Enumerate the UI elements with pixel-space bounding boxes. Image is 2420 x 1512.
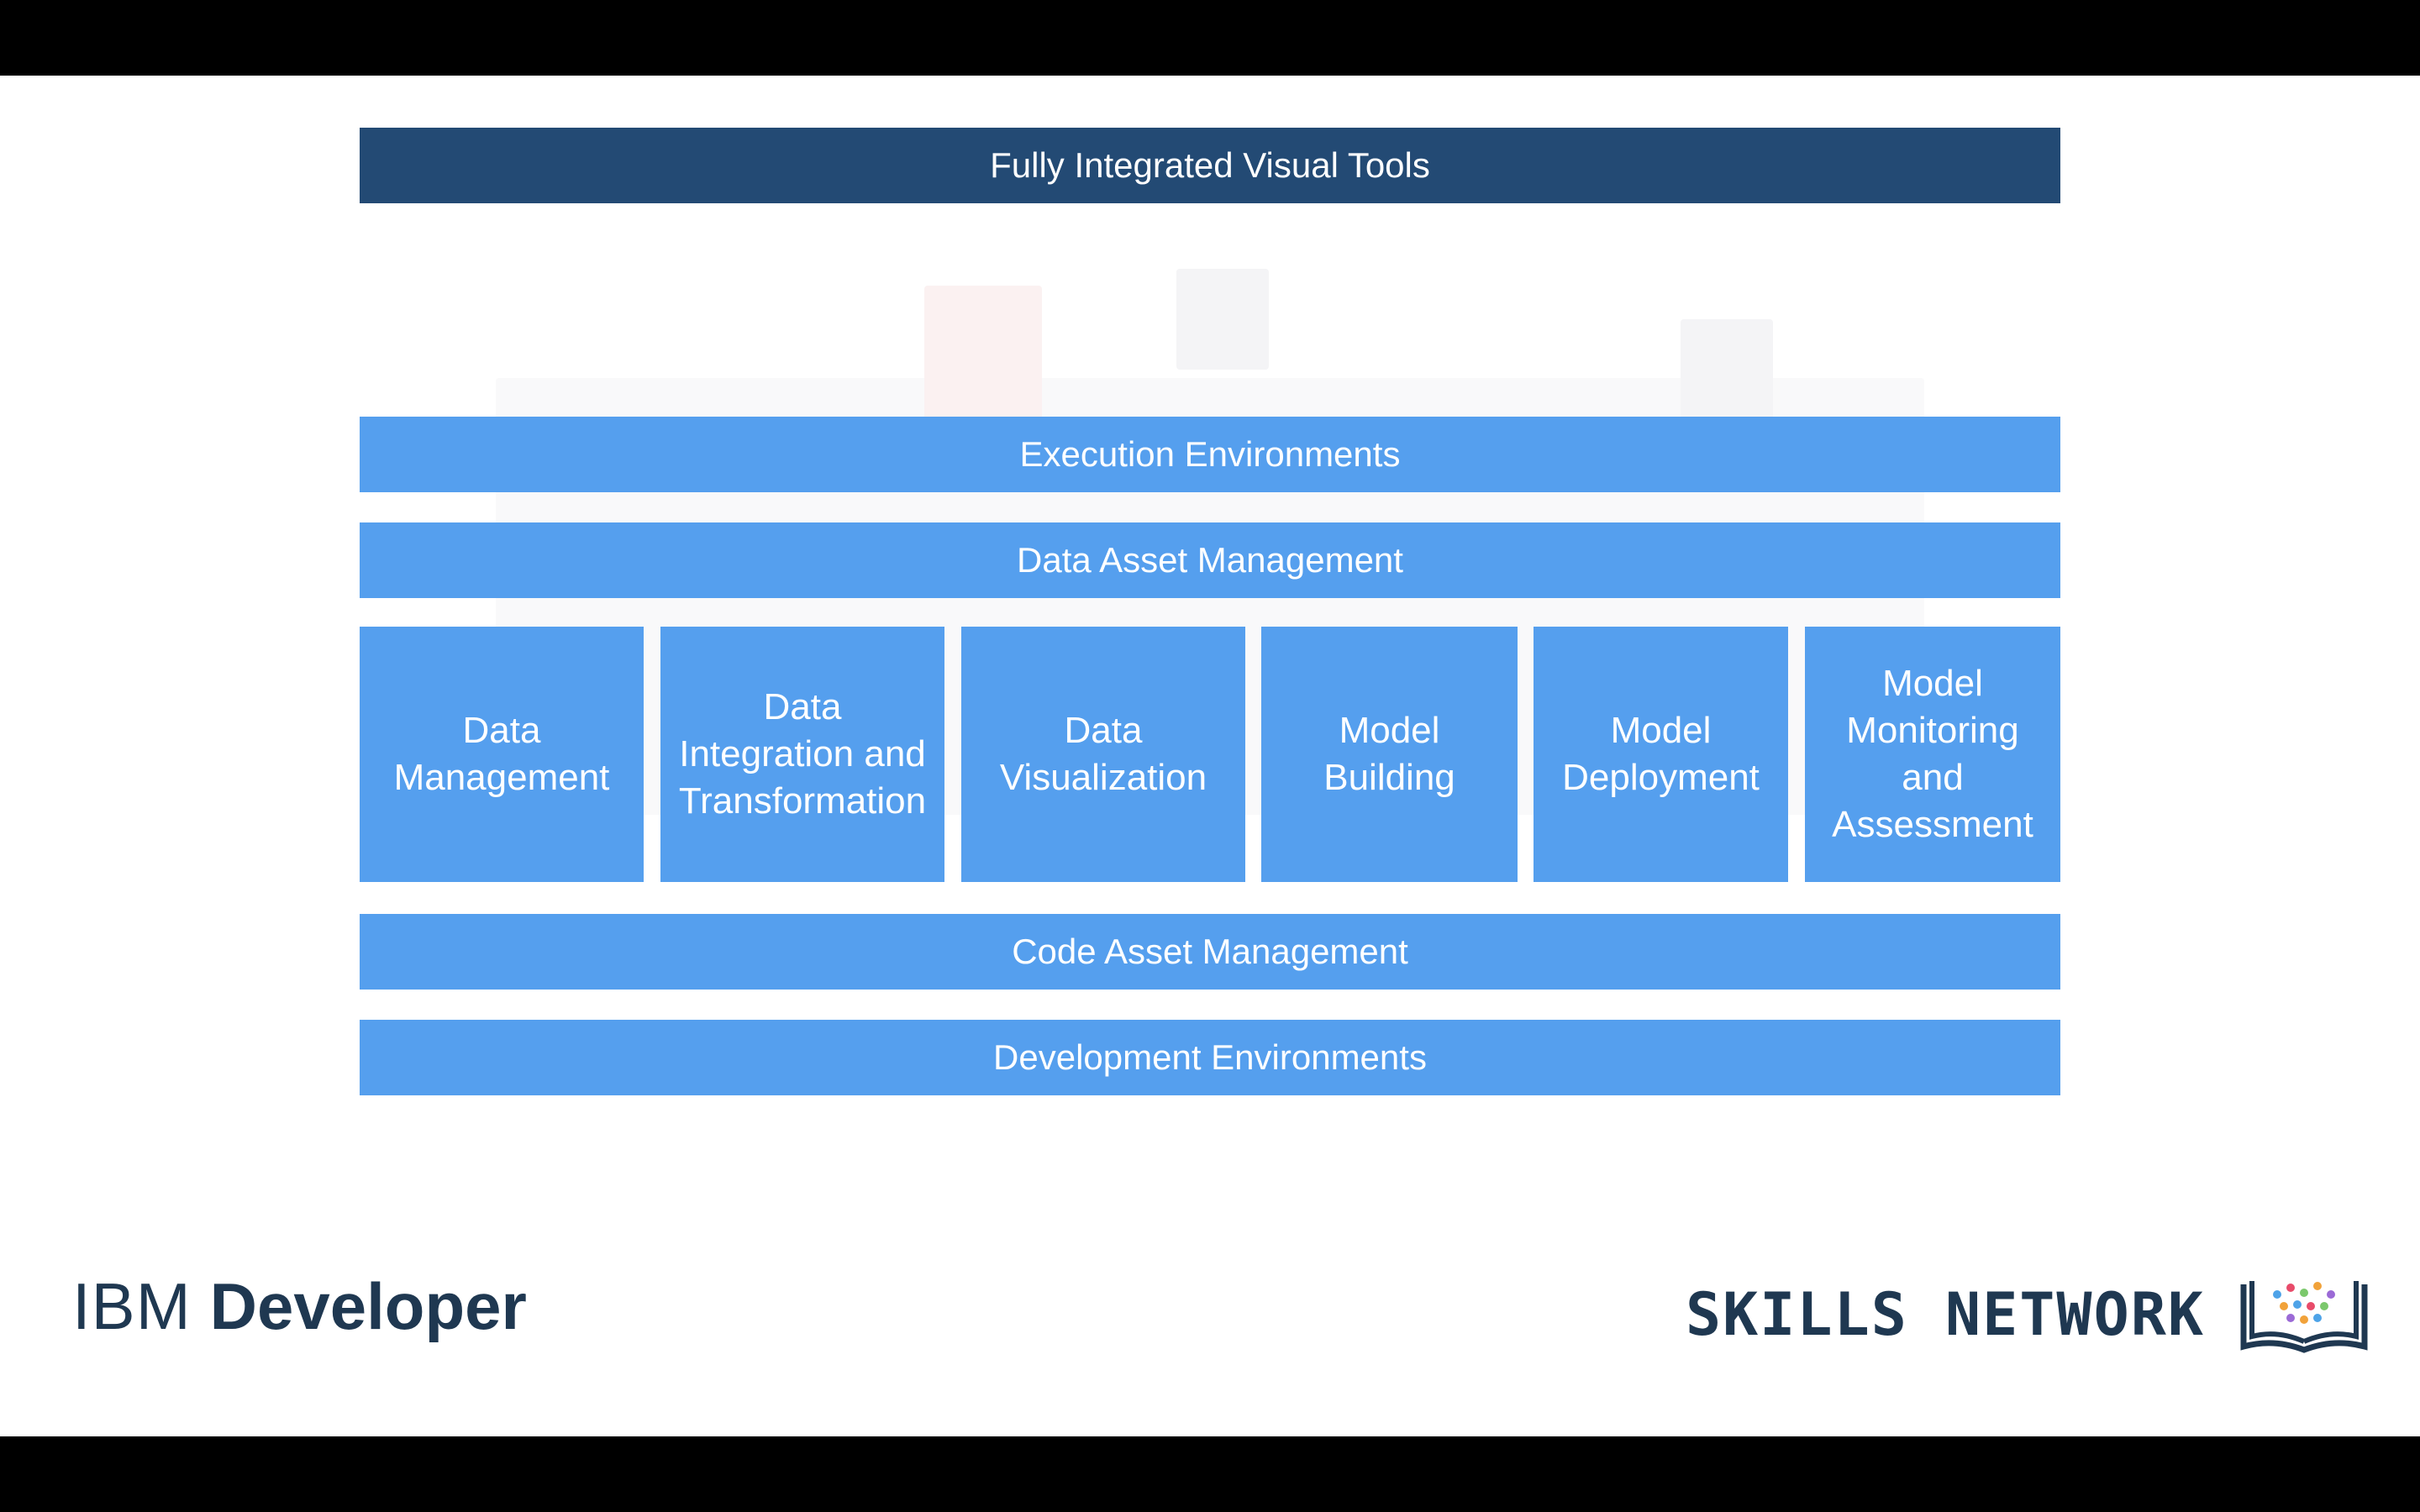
data-visualization-box: Data Visualization [961,627,1245,882]
open-book-icon [2240,1281,2368,1353]
background-ghost-shape [1176,269,1269,370]
slide: Fully Integrated Visual Tools Execution … [0,76,2420,1436]
column-label: Model Monitoring and Assessment [1832,663,2033,845]
developer-logo-text: Developer [209,1269,527,1343]
background-ghost-shape [924,286,1042,437]
column-label: Data Visualization [999,710,1207,798]
column-label: Model Deployment [1562,710,1760,798]
column-label: Model Building [1323,710,1455,798]
skills-network-logo: SKILLS NETWORK [1686,1273,2368,1357]
ibm-developer-logo: IBM Developer [72,1268,527,1352]
letterbox-top [0,0,2420,76]
letterbox-bottom [0,1436,2420,1512]
column-label: Data Management [393,710,610,798]
ibm-logo-text: IBM [72,1269,192,1343]
data-management-box: Data Management [360,627,644,882]
model-building-box: Model Building [1261,627,1518,882]
model-deployment-box: Model Deployment [1534,627,1788,882]
code-asset-management-bar: Code Asset Management [360,914,2060,990]
column-label: Data Integration and Transformation [678,686,927,822]
model-monitoring-box: Model Monitoring and Assessment [1805,627,2060,882]
development-environments-bar: Development Environments [360,1020,2060,1095]
fully-integrated-visual-tools-bar: Fully Integrated Visual Tools [360,128,2060,203]
execution-environments-bar: Execution Environments [360,417,2060,492]
data-asset-management-bar: Data Asset Management [360,522,2060,598]
data-integration-box: Data Integration and Transformation [660,627,944,882]
skills-network-text: SKILLS NETWORK [1686,1280,2206,1349]
